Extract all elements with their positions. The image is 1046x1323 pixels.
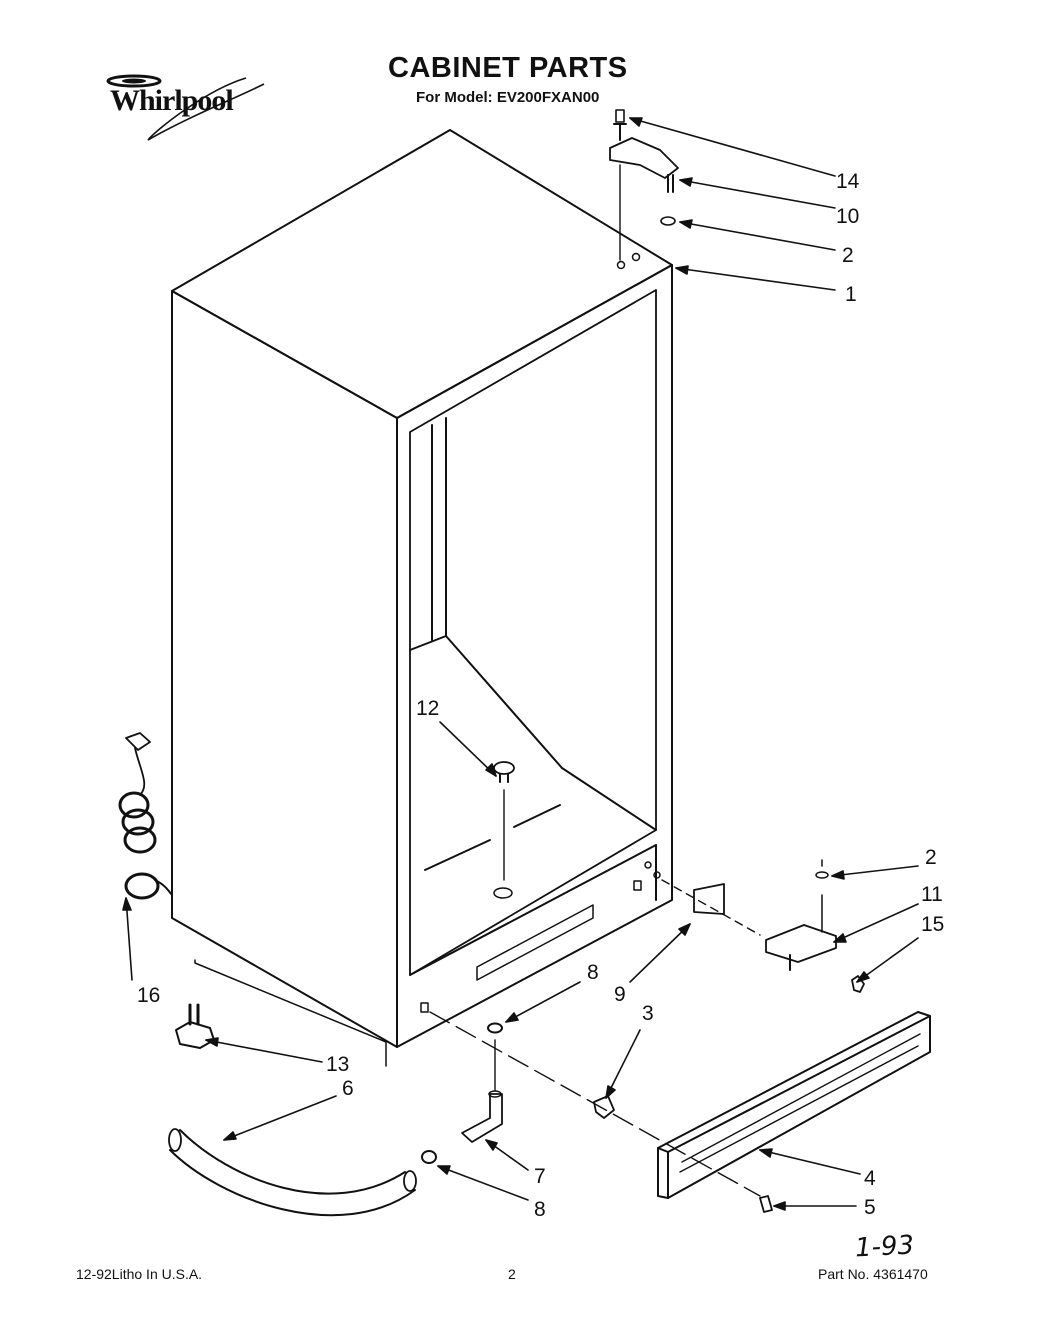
callout-10: 10 [836,205,860,228]
callout-4: 4 [864,1167,876,1190]
drain-hose [168,1022,503,1217]
callout-5: 5 [864,1196,876,1219]
callout-15: 15 [921,913,945,936]
callout-7: 7 [534,1165,546,1188]
drain-plug [493,761,515,899]
callout-3: 3 [642,1002,654,1025]
callout-6: 6 [342,1077,354,1100]
callout-2-top: 2 [842,244,854,267]
callout-9: 9 [614,983,626,1006]
callout-14: 14 [836,170,860,193]
callout-13: 13 [326,1053,350,1076]
callout-16: 16 [137,984,161,1007]
page-title: CABINET PARTS [388,52,628,84]
page-number: 2 [508,1266,516,1282]
callout-2-bottom: 2 [925,846,937,869]
callout-8-bottom: 8 [534,1198,546,1221]
callout-8-top: 8 [587,961,599,984]
cabinet-body [171,129,673,1048]
power-cord [118,732,173,900]
handwritten-note: 1-93 [854,1230,915,1264]
logo-wordmark: Whirlpool [110,84,234,117]
logo-swirl-icon [106,74,265,141]
whirlpool-logo: Whirlpool [96,70,271,150]
part-number: Part No. 4361470 [818,1266,928,1282]
toe-grille [429,1011,931,1213]
callout-11: 11 [921,883,943,906]
leveling-leg [175,959,387,1067]
callout-1: 1 [845,283,857,306]
callout-12: 12 [416,697,440,720]
model-subtitle: For Model: EV200FXAN00 [416,89,600,106]
top-hinge-assembly [609,109,679,261]
litho-note: 12-92Litho In U.S.A. [76,1266,203,1282]
leader-lines [122,117,919,1211]
bottom-hinge-assembly [661,859,865,993]
